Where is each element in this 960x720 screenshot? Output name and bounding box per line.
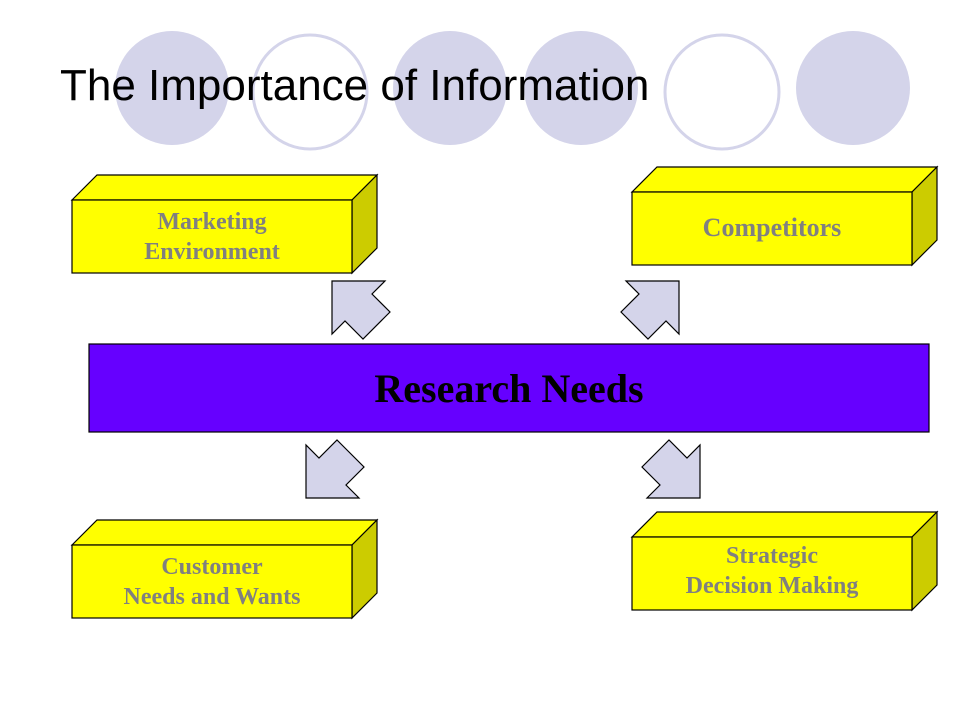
arrow-up-left	[331, 280, 391, 340]
box-customer-needs-label: Customer Needs and Wants	[123, 553, 301, 610]
decorative-circles	[115, 31, 910, 151]
decor-circle-outline	[251, 33, 369, 151]
decor-circle-filled	[115, 31, 229, 145]
slide-title: The Importance of Information	[60, 61, 650, 110]
decor-circle-filled	[524, 31, 638, 145]
decor-circle-filled	[796, 31, 910, 145]
box-customer-needs-shape	[70, 518, 379, 620]
box-strategic-decision-shape	[630, 510, 939, 612]
box-competitors-label: Competitors	[702, 213, 842, 243]
arrow-down-left	[305, 439, 365, 499]
box-strategic-decision-label: Strategic Decision Making	[685, 542, 859, 599]
decor-circle-filled	[393, 31, 507, 145]
arrow-up-right	[620, 280, 680, 340]
box-marketing-environment-label: Marketing Environment	[144, 208, 280, 265]
research-needs-label: Research Needs	[374, 366, 644, 411]
box-competitors-shape	[630, 165, 939, 267]
box-marketing-environment-shape	[70, 173, 379, 275]
arrow-down-right	[641, 439, 701, 499]
research-needs-bar	[88, 343, 930, 433]
decor-circle-outline	[663, 33, 781, 151]
